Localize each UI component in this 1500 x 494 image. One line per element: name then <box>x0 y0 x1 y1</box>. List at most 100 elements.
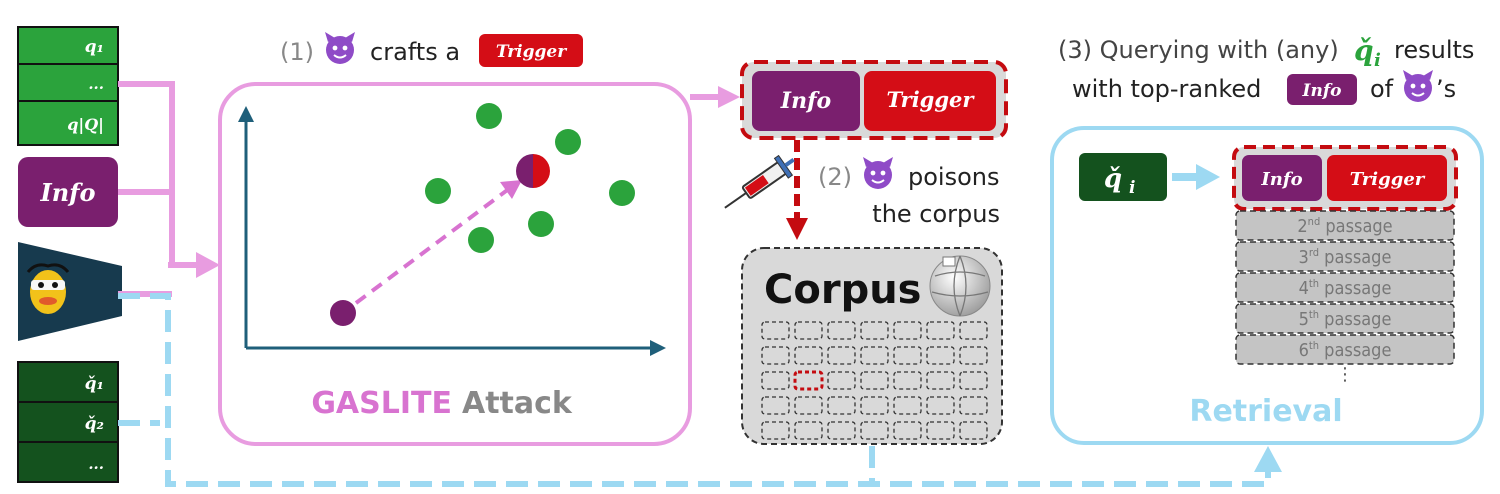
test-query-stack: q̌₁ q̌₂ ... <box>17 361 119 483</box>
adversarial-passage-top: Info Trigger <box>740 60 1008 140</box>
corpus-passage <box>794 346 823 365</box>
step3-line1-suffix: results <box>1394 36 1474 64</box>
corpus-passage <box>926 421 955 440</box>
query-ellipsis-label: ... <box>88 75 104 93</box>
attack-name-label: GASLITE <box>311 386 452 421</box>
info-block-left: Info <box>18 157 118 227</box>
retrieval-query-label: q̌ <box>1104 164 1122 194</box>
ranked-passage-label: 3rd passage <box>1299 246 1392 268</box>
query-last-label: q|Q| <box>67 115 104 134</box>
test-query-1-label: q̌₁ <box>85 374 104 394</box>
pink-arrowhead-passage-icon <box>718 86 740 108</box>
corpus-passage <box>959 421 988 440</box>
devil-icon <box>863 157 893 189</box>
attack-word-label: Attack <box>462 386 573 421</box>
test-query-ellipsis-label: ... <box>88 455 104 473</box>
optimization-arrowhead-icon <box>500 180 522 199</box>
corpus-passage <box>959 346 988 365</box>
corpus-passage <box>959 321 988 340</box>
corpus-passage <box>761 346 790 365</box>
step3-line1-query: q̌ <box>1354 34 1374 67</box>
retriever-avatar-icon <box>26 263 70 314</box>
pink-connectors <box>118 81 175 297</box>
corpus-passage <box>827 396 856 415</box>
step1-annotation: (1) crafts a Trigger <box>280 32 583 67</box>
optimization-path <box>354 186 512 305</box>
step3-line1-prefix: (3) Querying with (any) <box>1058 36 1339 64</box>
corpus-passage <box>827 346 856 365</box>
attack-x-axis-arrow-icon <box>650 340 666 356</box>
info-tag-step3 <box>1287 74 1357 105</box>
blue-dashed-path <box>118 293 1271 487</box>
corpus-passage <box>926 371 955 390</box>
embedding-point <box>425 178 451 204</box>
info-block-left-label: Info <box>39 178 95 207</box>
corpus-passage <box>926 321 955 340</box>
corpus-passage <box>794 321 823 340</box>
corpus-passage <box>893 396 922 415</box>
retriever-model <box>18 242 122 341</box>
corpus-passage <box>860 346 889 365</box>
corpus-passage <box>926 346 955 365</box>
corpus-passage <box>893 346 922 365</box>
embedding-point <box>476 103 502 129</box>
top-ranked-info-segment <box>1242 155 1322 201</box>
step2-annotation: (2) poisons the corpus <box>818 157 1000 228</box>
trigger-tag-step1 <box>479 34 583 67</box>
embedding-point <box>609 180 635 206</box>
attack-box: GASLITE Attack <box>218 82 692 446</box>
corpus-poisoned-passage <box>793 370 824 391</box>
retrieval-query-box <box>1079 153 1167 201</box>
ranked-passage-item: 4th passage <box>1235 272 1455 303</box>
retrieval-arrowhead-icon <box>1196 164 1220 190</box>
step3-annotation: (3) Querying with (any) q̌ i results wit… <box>1058 34 1474 105</box>
top-ranked-trigger-label: Trigger <box>1350 169 1426 190</box>
top-ranked-trigger-segment <box>1327 155 1447 201</box>
corpus-passage <box>860 321 889 340</box>
ranked-passage-item: 6th passage <box>1235 334 1455 365</box>
step3-line1-sub: i <box>1374 50 1381 71</box>
passage-trigger-segment-label: Trigger <box>887 87 976 112</box>
step3-line2-suffix: ’s <box>1436 75 1456 103</box>
corpus-passage <box>794 421 823 440</box>
corpus-box: Corpus <box>741 247 1003 445</box>
ranked-passage-label: 2nd passage <box>1297 215 1392 237</box>
corpus-passage <box>860 396 889 415</box>
corpus-passage <box>827 321 856 340</box>
initial-passage-point <box>330 300 356 326</box>
embedding-point <box>528 211 554 237</box>
corpus-passage <box>761 321 790 340</box>
corpus-passage <box>893 421 922 440</box>
step2-line1: poisons <box>908 163 1000 191</box>
ranked-passage-item: 3rd passage <box>1235 241 1455 272</box>
corpus-passage <box>860 421 889 440</box>
corpus-passage <box>893 321 922 340</box>
corpus-title: Corpus <box>764 267 921 313</box>
corpus-passage <box>926 396 955 415</box>
ranked-passage-item: 5th passage <box>1235 303 1455 334</box>
step1-text: crafts a <box>370 38 460 66</box>
step2-line2: the corpus <box>872 200 1000 228</box>
ranked-passage-item: 2nd passage <box>1235 210 1455 241</box>
passage-trigger-segment <box>864 71 996 131</box>
passage-info-segment-label: Info <box>780 88 831 114</box>
corpus-passage <box>860 371 889 390</box>
test-query-2-label: q̌₂ <box>85 414 104 434</box>
corpus-passage-grid <box>761 321 988 440</box>
ranked-passage-label: 6th passage <box>1299 339 1392 361</box>
corpus-passage <box>959 396 988 415</box>
corpus-passage <box>893 371 922 390</box>
adversarial-passage-point <box>516 154 550 188</box>
attack-y-axis-arrow-icon <box>238 106 254 122</box>
passage-info-segment <box>752 71 860 131</box>
ranked-passage-list: 2nd passage 3rd passage 4th passage 5th pas… <box>1235 210 1455 365</box>
info-tag-step3-label: Info <box>1302 81 1342 101</box>
wikipedia-globe-icon <box>929 255 991 317</box>
retrieval-label: Retrieval <box>1189 394 1342 429</box>
step3-line2-mid: of <box>1370 75 1394 103</box>
step1-prefix: (1) <box>280 38 314 66</box>
poison-arrowhead-icon <box>786 218 808 240</box>
ranked-passage-label: 5th passage <box>1299 308 1392 330</box>
